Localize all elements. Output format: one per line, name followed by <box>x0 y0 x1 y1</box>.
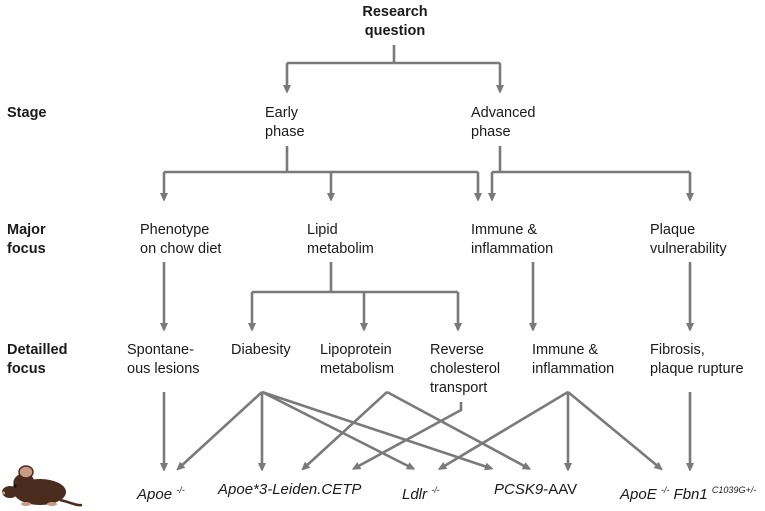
arrow-immune-to-ldlr <box>441 390 569 468</box>
detailed-focus-fibrosis: Fibrosis, plaque rupture <box>650 342 744 377</box>
arrow-diabesity-to-ldlr <box>261 390 412 468</box>
detailed-focus-diabesity: Diabesity <box>231 342 291 358</box>
connector-advanced-phase <box>492 146 690 174</box>
stage-advanced-phase: Advanced phase <box>471 105 536 140</box>
connector-arrows <box>164 45 690 468</box>
arrow-lipoprotein-to-pcsk9 <box>386 390 528 468</box>
arrow-diabesity-to-apoe <box>179 391 263 468</box>
detailed-focus-lipoprotein: Lipoprotein metabolism <box>320 342 395 377</box>
connector-question-to-stages <box>287 45 500 65</box>
detailed-focus-reverse: Reverse cholesterol transport <box>430 342 501 396</box>
model-apoe3-leiden-cetp: Apoe*3-Leiden.CETP <box>218 481 362 498</box>
research-question-title: Research question <box>362 4 428 39</box>
major-focus-immune: Immune & inflammation <box>471 222 554 257</box>
model-ldlr: Ldlr -/- <box>402 485 440 503</box>
connector-lipid <box>252 262 458 294</box>
arrow-lipoprotein-to-apoe3 <box>304 391 388 468</box>
arrow-diabesity-to-pcsk9 <box>261 390 490 468</box>
row-label-major-focus: Major focus <box>7 222 46 257</box>
detailed-focus-immune: Immune & inflammation <box>532 342 615 377</box>
mouse-icon <box>2 465 83 507</box>
detailed-focus-spontaneous: Spontane- ous lesions <box>127 342 200 377</box>
row-label-detailed-focus: Detailled focus <box>7 342 68 377</box>
major-focus-lipid: Lipid metabolim <box>307 222 374 257</box>
stage-early-phase: Early phase <box>265 105 305 140</box>
model-pcsk9-aav: PCSK9-AAV <box>494 481 578 498</box>
model-apoe-fbn1: ApoE -/- Fbn1 C1039G+/- <box>620 485 757 503</box>
connector-early-phase <box>164 146 478 174</box>
row-label-stage: Stage <box>7 105 47 121</box>
model-apoe: Apoe -/- <box>137 485 185 503</box>
major-focus-phenotype: Phenotype on chow diet <box>140 222 222 257</box>
arrow-immune-to-apoe-fbn1 <box>567 390 660 468</box>
major-focus-plaque: Plaque vulnerability <box>650 222 727 257</box>
arrow-reverse-to-apoe3 <box>355 402 463 468</box>
